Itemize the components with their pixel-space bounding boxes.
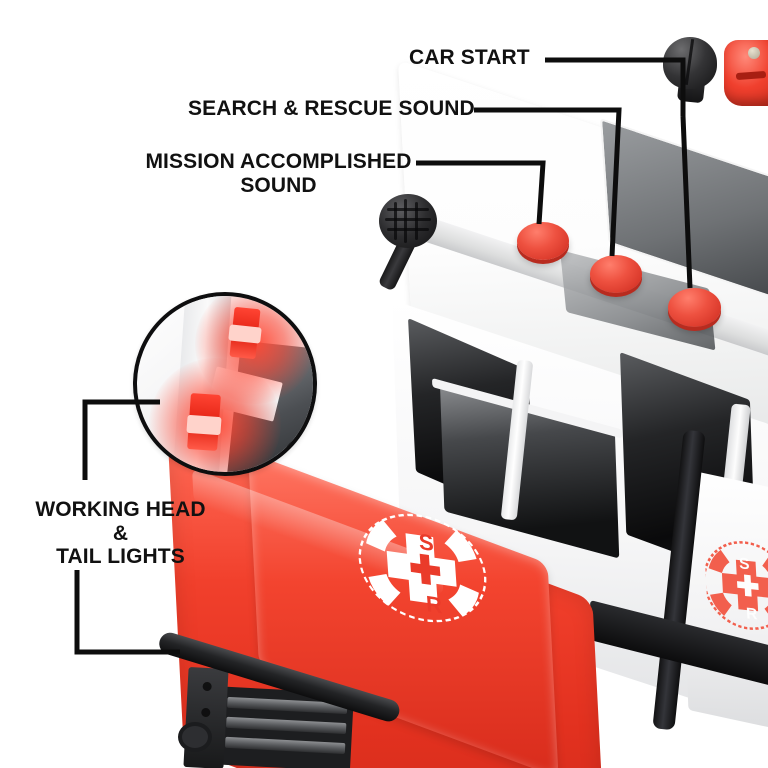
svg-text:S: S (739, 555, 750, 573)
callout-label-mission-accomplished-sound: MISSION ACCOMPLISHED SOUND (145, 150, 412, 197)
door-emblem: S R (703, 523, 768, 647)
bumper-tow-ring (178, 722, 212, 752)
bumper-mount-plate (183, 667, 229, 768)
callout-label-search-rescue-sound: SEARCH & RESCUE SOUND (188, 97, 475, 120)
callout-label-working-head-tail-lights: WORKING HEAD & TAIL LIGHTS (35, 498, 206, 569)
siren-speaker-icon (379, 194, 437, 248)
svg-text:R: R (746, 605, 758, 623)
car-start-button[interactable] (668, 288, 721, 327)
callout-label-car-start: CAR START (409, 46, 530, 69)
mission-accomplished-sound-button[interactable] (517, 222, 569, 260)
hood-emblem: S R (341, 496, 504, 640)
inset-lower-lamp-hotspot (186, 414, 222, 436)
beacon-screw (748, 47, 760, 59)
inset-upper-lamp-hotspot (228, 324, 262, 344)
svg-text:S: S (418, 529, 435, 556)
search-rescue-sound-button[interactable] (590, 255, 642, 293)
svg-text:R: R (425, 591, 443, 618)
working-lights-inset (133, 292, 317, 476)
